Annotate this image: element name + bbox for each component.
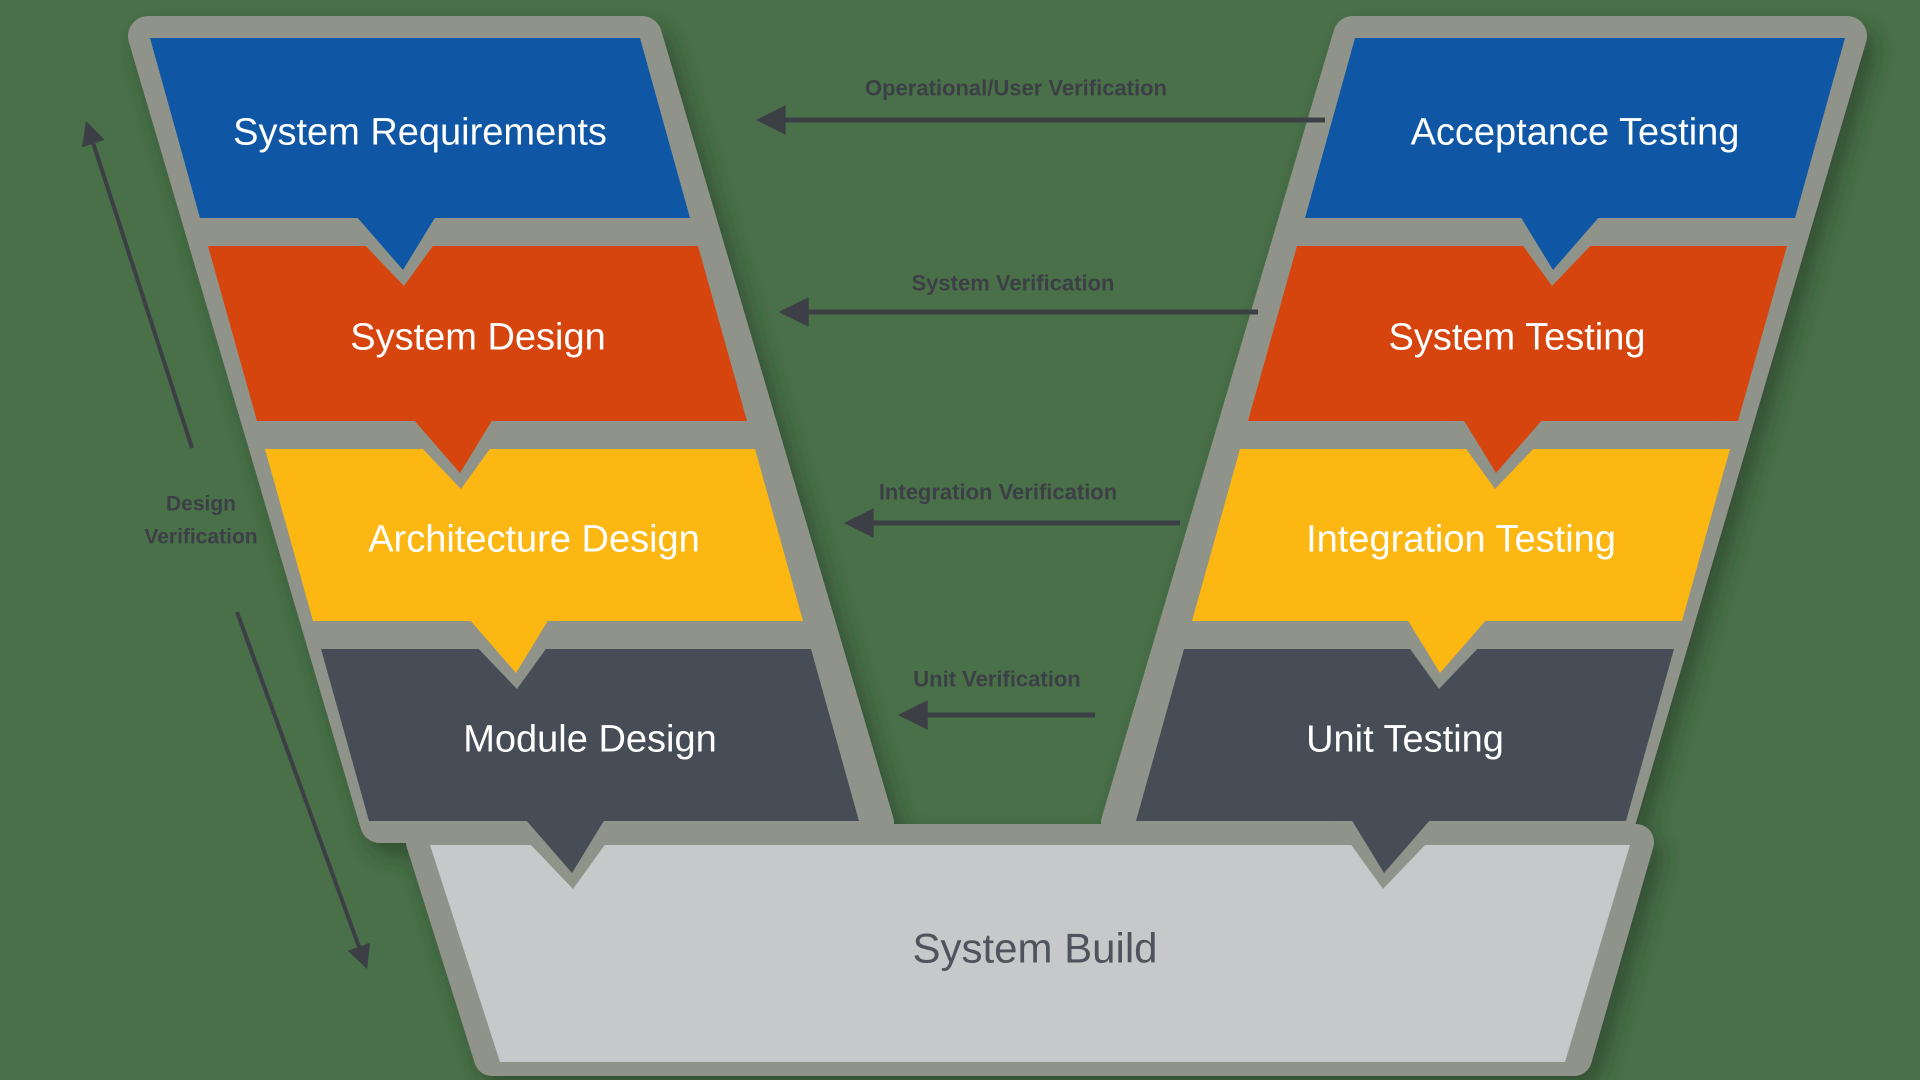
stage-box-system-requirements <box>150 38 690 218</box>
tail-system-design <box>413 419 493 473</box>
stage-box-acceptance-testing <box>1305 38 1845 218</box>
stage-box-system-build <box>430 845 1630 1062</box>
stage-box-architecture-design <box>265 449 803 621</box>
stage-box-unit-testing <box>1136 649 1674 821</box>
tail-acceptance-testing <box>1520 216 1600 270</box>
stage-label-system-design: System Design <box>350 316 606 358</box>
stage-box-system-design <box>208 246 747 421</box>
stage-label-system-build: System Build <box>912 925 1157 972</box>
design-verification-arrow-down <box>235 611 371 970</box>
stage-box-system-testing <box>1248 246 1787 421</box>
tail-system-requirements <box>356 216 436 270</box>
tail-architecture-design <box>469 619 549 673</box>
arrow-label-integration-verification: Integration Verification <box>879 480 1117 505</box>
tail-integration-testing <box>1407 619 1487 673</box>
arrow-label-unit-verification: Unit Verification <box>913 667 1080 692</box>
design-verification-arrow-up <box>82 120 194 449</box>
stage-box-integration-testing <box>1192 449 1730 621</box>
stage-label-unit-testing: Unit Testing <box>1306 718 1504 760</box>
stage-label-integration-testing: Integration Testing <box>1306 518 1616 560</box>
tail-system-testing <box>1463 419 1543 473</box>
stage-label-module-design: Module Design <box>463 718 716 760</box>
tail-module-design <box>525 819 605 873</box>
stage-label-system-requirements: System Requirements <box>233 111 607 153</box>
stage-label-acceptance-testing: Acceptance Testing <box>1411 111 1740 153</box>
design-verification-label-line1: Design <box>166 492 236 515</box>
tail-unit-testing <box>1351 819 1431 873</box>
arrow-label-operational-user-verification: Operational/User Verification <box>865 76 1167 101</box>
stage-label-architecture-design: Architecture Design <box>368 518 700 560</box>
stage-box-module-design <box>321 649 859 821</box>
stage-label-system-testing: System Testing <box>1389 316 1646 358</box>
arrow-label-system-verification: System Verification <box>912 271 1115 296</box>
design-verification-label-line2: Verification <box>144 525 257 548</box>
